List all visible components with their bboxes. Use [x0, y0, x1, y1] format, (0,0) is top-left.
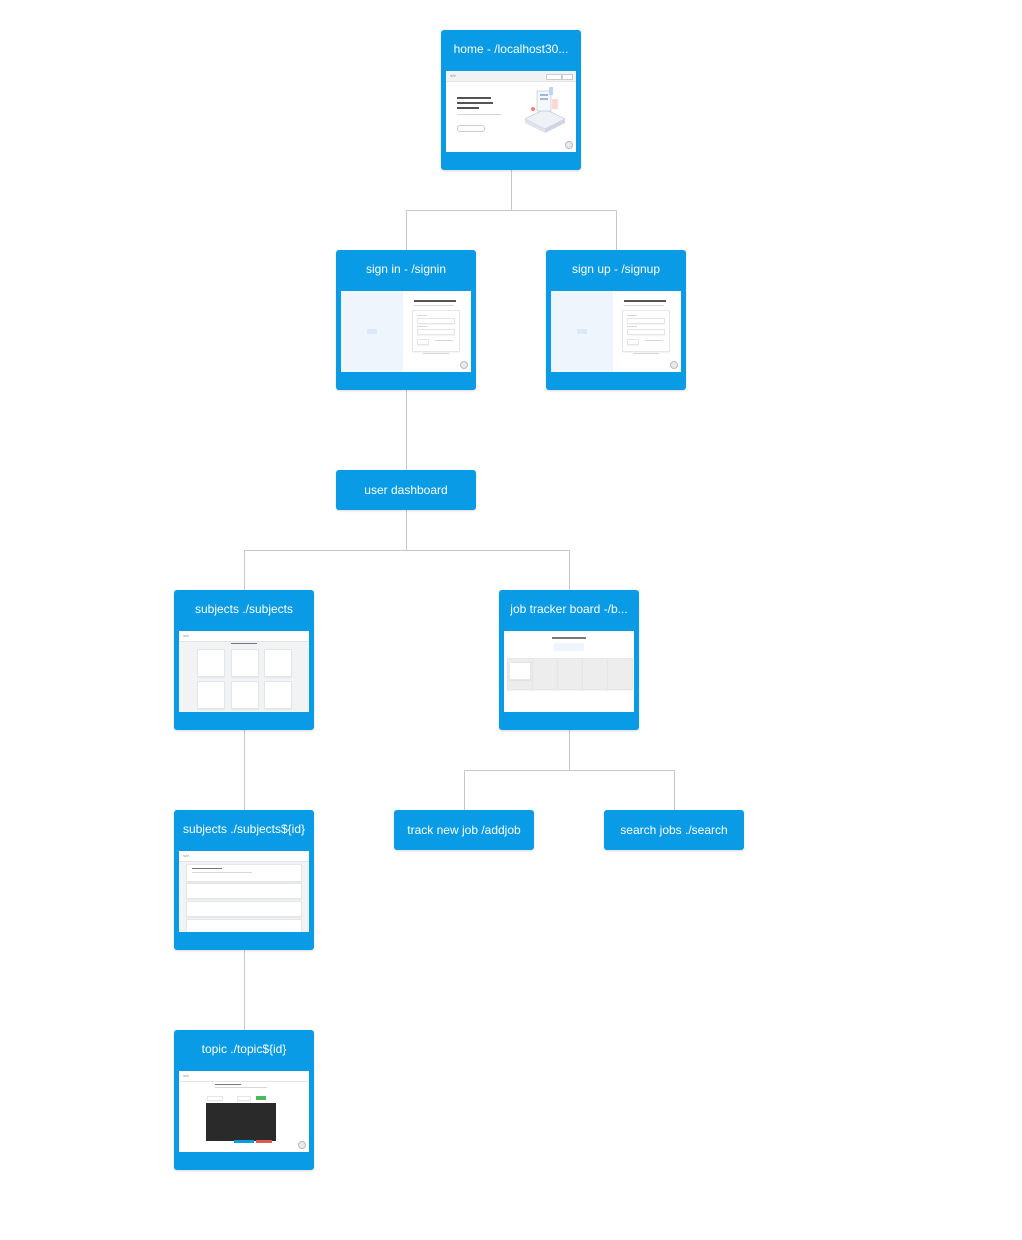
node-home[interactable]: home - /localhost30... </> [441, 30, 581, 170]
node-title: user dashboard [364, 483, 448, 497]
help-icon [670, 361, 678, 369]
subjects-id-page-thumbnail: </> [179, 851, 309, 932]
node-signin[interactable]: sign in - /signin [336, 250, 476, 390]
node-title: subjects ./subjects${id} [182, 822, 306, 836]
topic-page-thumbnail: </> [179, 1071, 309, 1152]
jobtracker-page-thumbnail [504, 631, 634, 712]
home-page-thumbnail: </> [446, 71, 576, 152]
node-title: sign up - /signup [571, 262, 661, 276]
node-title: home - /localhost30... [453, 42, 569, 56]
help-icon [460, 361, 468, 369]
node-jobtracker[interactable]: job tracker board -/b... [499, 590, 639, 730]
signup-page-thumbnail [551, 291, 681, 372]
node-title: track new job /addjob [407, 823, 521, 837]
connector-jobtracker-children [464, 730, 675, 810]
node-dashboard[interactable]: user dashboard [336, 470, 476, 510]
node-searchjobs[interactable]: search jobs ./search [604, 810, 744, 850]
node-title: search jobs ./search [620, 823, 728, 837]
node-title: job tracker board -/b... [510, 602, 628, 616]
node-topic[interactable]: topic ./topic${id} </> [174, 1030, 314, 1170]
connector-dashboard-children [244, 510, 570, 590]
illustration-icon [524, 87, 566, 133]
node-title: sign in - /signin [365, 262, 447, 276]
node-subjects-id[interactable]: subjects ./subjects${id} </> [174, 810, 314, 950]
help-icon [565, 141, 573, 149]
node-title: topic ./topic${id} [201, 1042, 287, 1056]
node-addjob[interactable]: track new job /addjob [394, 810, 534, 850]
subjects-page-thumbnail: </> [179, 631, 309, 712]
node-title: subjects ./subjects [194, 602, 294, 616]
help-icon [298, 1141, 306, 1149]
node-subjects[interactable]: subjects ./subjects </> [174, 590, 314, 730]
signin-page-thumbnail [341, 291, 471, 372]
connector-home-children [406, 170, 617, 250]
node-signup[interactable]: sign up - /signup [546, 250, 686, 390]
